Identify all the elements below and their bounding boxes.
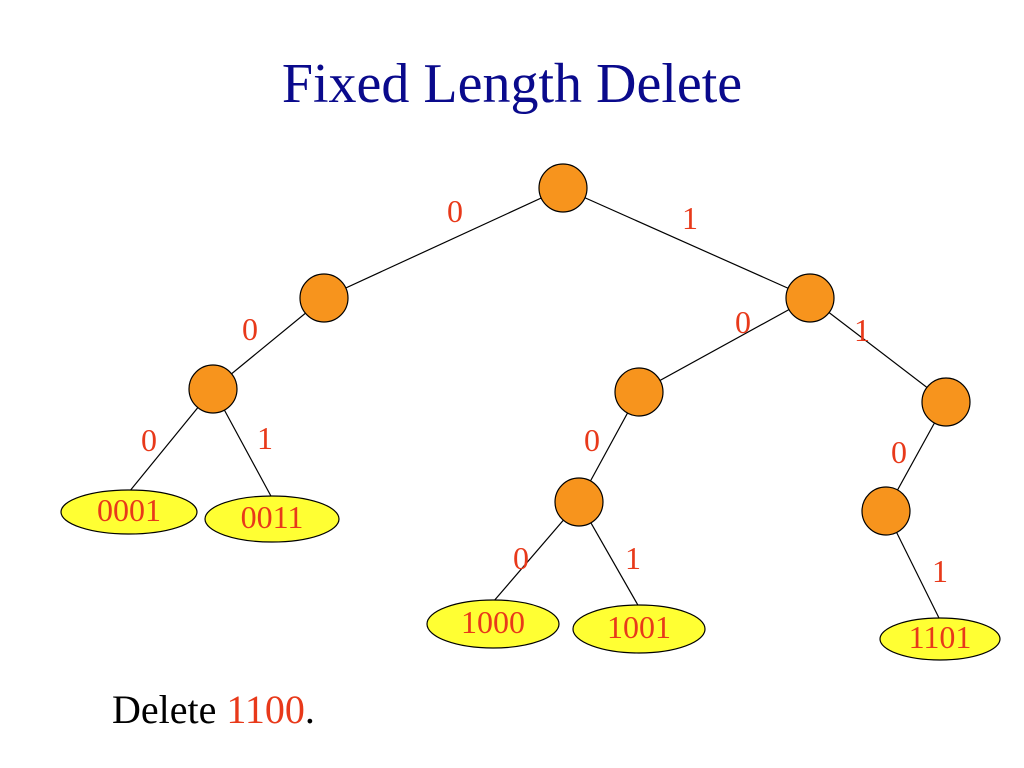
- edge-bit-label: 1: [854, 312, 870, 348]
- trie-node: [921, 377, 971, 427]
- edge-bit-label: 0: [141, 422, 157, 458]
- trie-leaf: [879, 617, 1001, 661]
- edge-bit-label: 0: [242, 311, 258, 347]
- trie-edge: [809, 297, 947, 403]
- trie-leaf-key: 0001: [97, 492, 161, 528]
- edge-bit-label: 0: [513, 540, 529, 576]
- trie-leaf: [60, 489, 198, 535]
- edge-bit-label: 1: [682, 200, 698, 236]
- trie-edge: [638, 297, 811, 393]
- trie-node: [538, 163, 588, 213]
- trie-leaf: [572, 604, 706, 654]
- edge-bit-label: 1: [932, 553, 948, 589]
- edge-bit-label: 1: [625, 540, 641, 576]
- edge-bit-label: 0: [735, 304, 751, 340]
- trie-node: [785, 273, 835, 323]
- trie-leaf-key: 1001: [607, 609, 671, 645]
- caption-prefix: Delete: [112, 687, 227, 732]
- edge-bit-label: 0: [447, 193, 463, 229]
- trie-leaf-key: 1000: [461, 604, 525, 640]
- slide-title: Fixed Length Delete: [281, 53, 743, 115]
- caption: Delete 1100.: [112, 684, 315, 736]
- edge-bit-label: 1: [257, 420, 273, 456]
- trie-node: [554, 477, 604, 527]
- trie-edge: [562, 187, 811, 299]
- trie-node: [299, 273, 349, 323]
- caption-suffix: .: [304, 687, 315, 732]
- trie-node: [861, 486, 911, 536]
- caption-deleted-key: 1100: [226, 687, 305, 732]
- trie-node: [188, 364, 238, 414]
- trie-node: [614, 367, 664, 417]
- edge-bit-label: 0: [584, 422, 600, 458]
- trie-leaf-key: 0011: [241, 499, 304, 535]
- trie-leaf: [426, 599, 560, 649]
- trie-leaf-key: 1101: [909, 619, 972, 655]
- trie-edge: [323, 187, 564, 299]
- trie-leaf: [204, 495, 340, 543]
- edge-bit-label: 0: [891, 434, 907, 470]
